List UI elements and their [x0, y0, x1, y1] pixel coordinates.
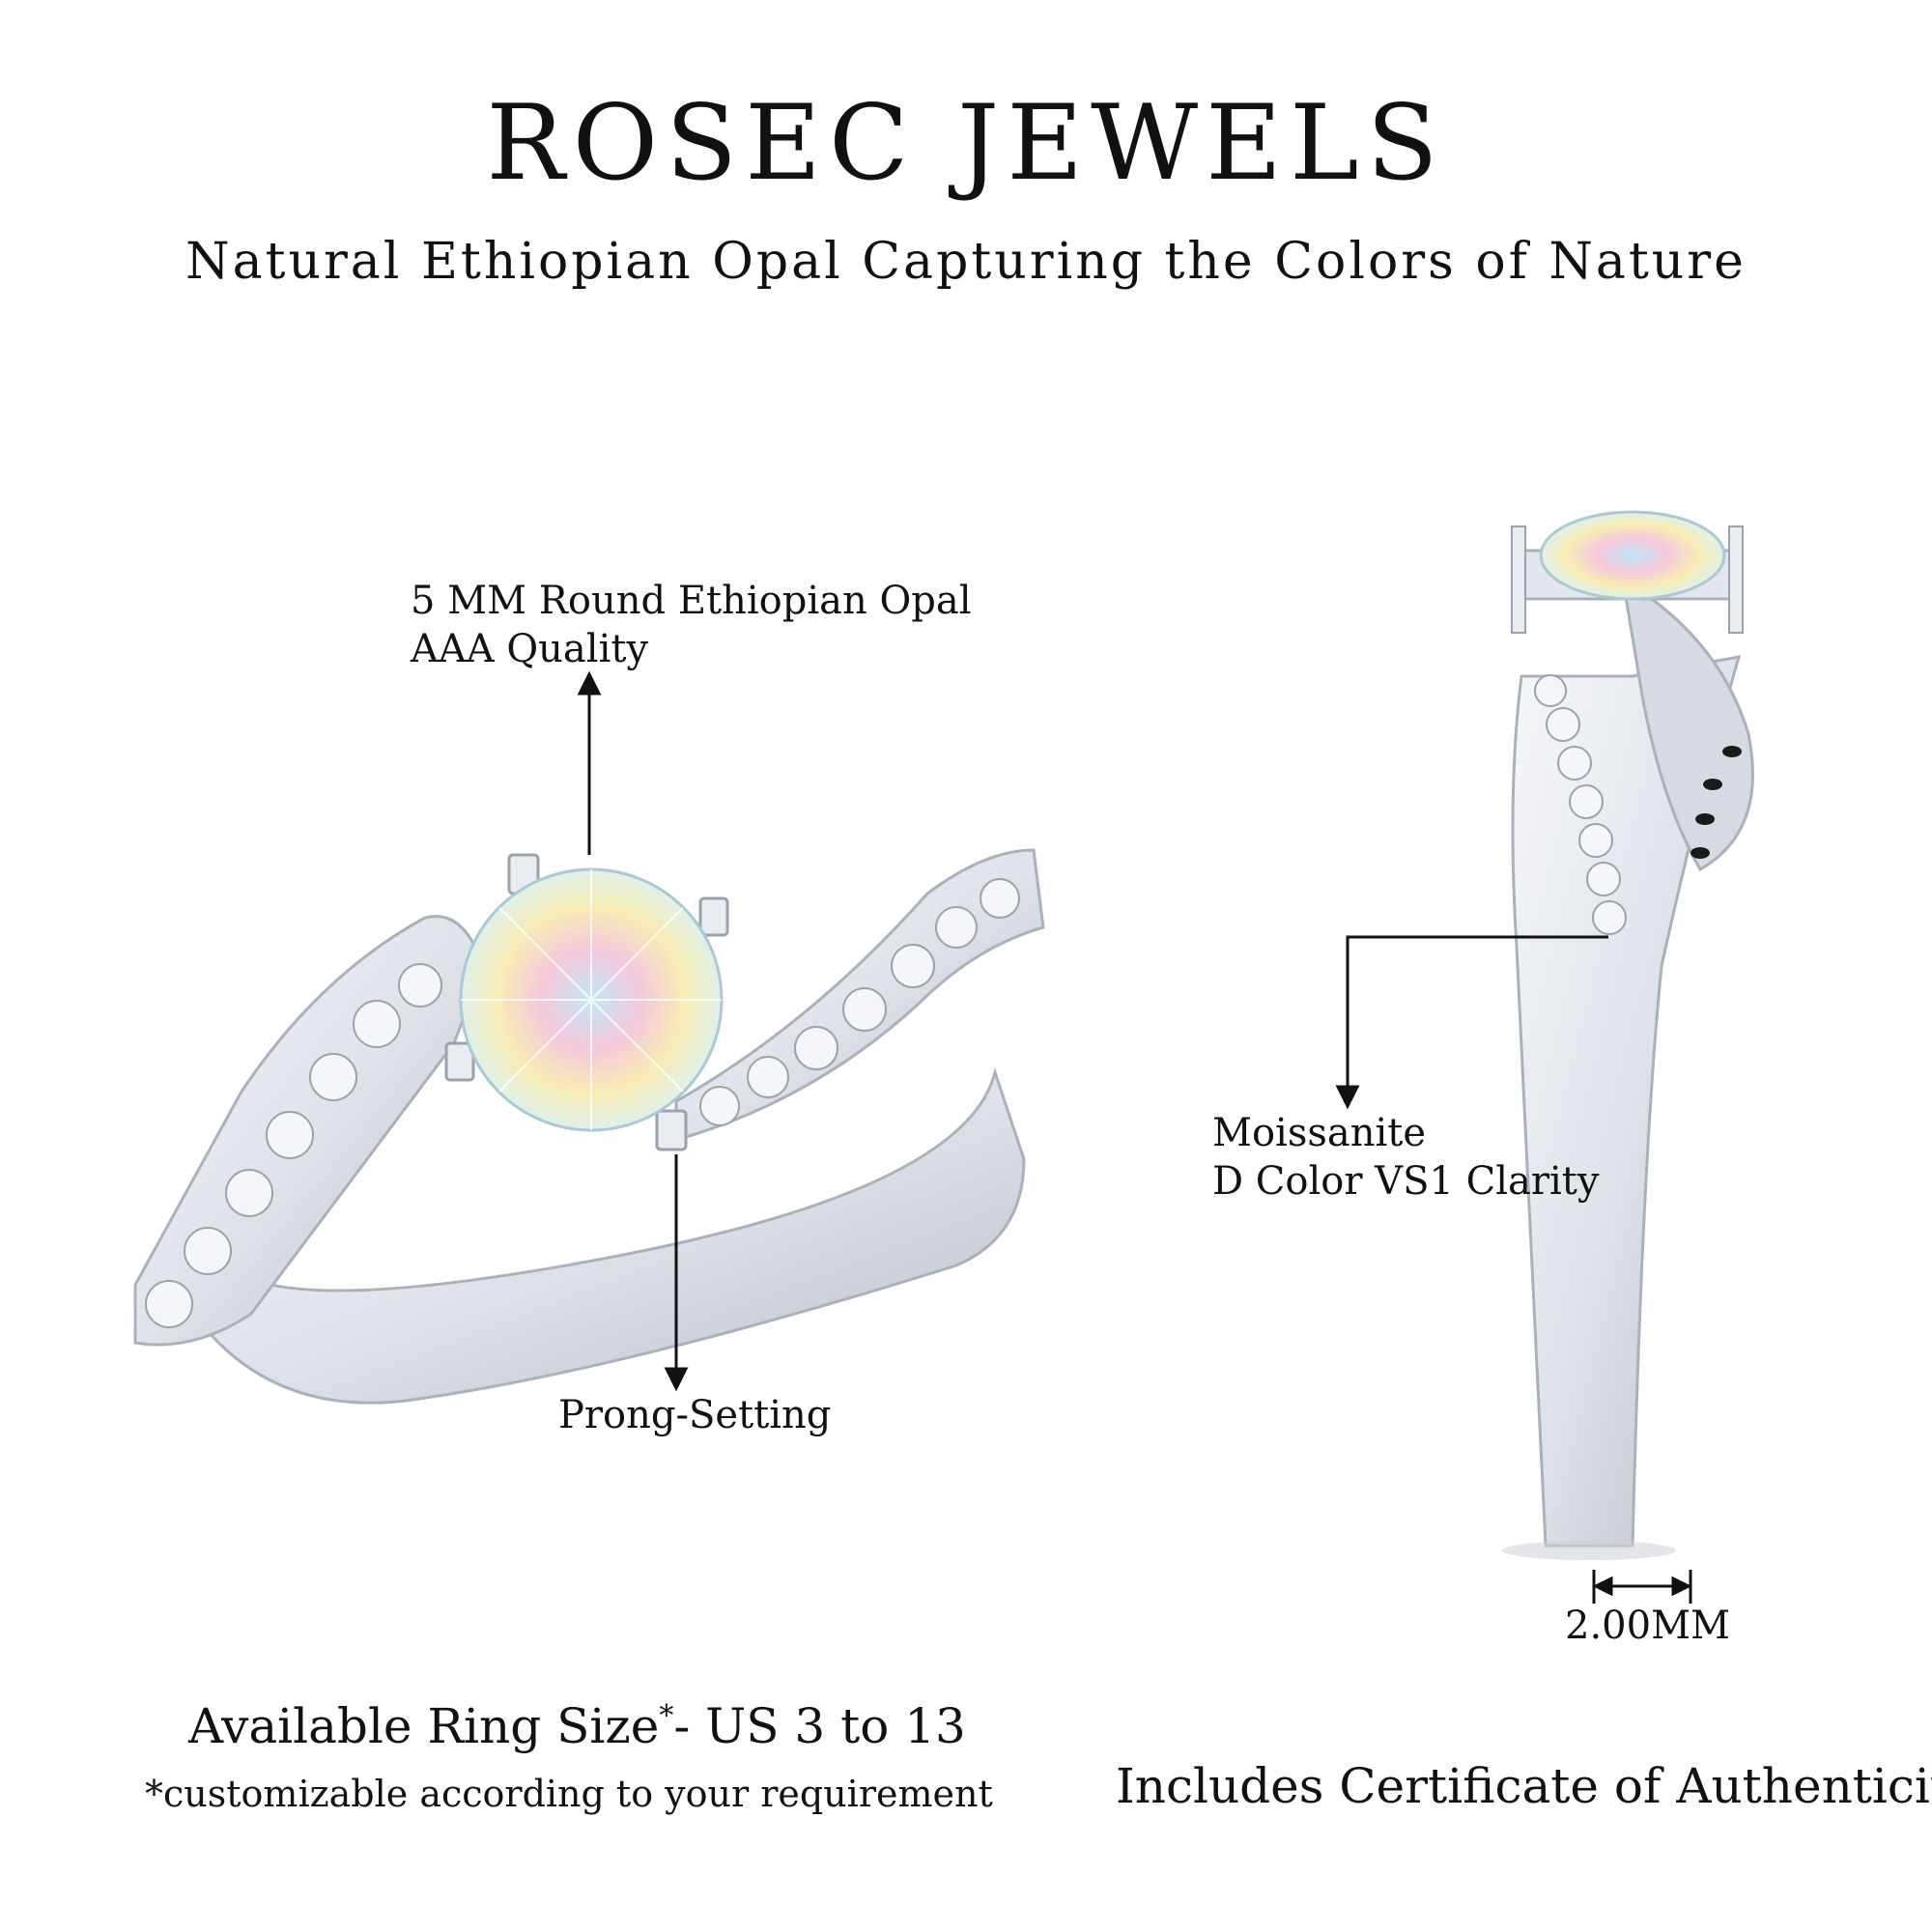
- ring-side-view: [1502, 510, 1754, 1560]
- ring-size-note: *customizable according to your requirem…: [145, 1773, 993, 1815]
- ring-size-asterisk: *: [659, 1699, 674, 1733]
- opal-gemstone-side: [1539, 510, 1726, 601]
- opal-facets: [461, 869, 722, 1130]
- moissanite-callout-line2: D Color VS1 Clarity: [1212, 1159, 1600, 1204]
- ring-size-info: Available Ring Size*- US 3 to 13: [188, 1699, 966, 1751]
- pave-stones-right: [699, 878, 1020, 1126]
- certificate-note: Includes Certificate of Authenticity: [1116, 1758, 1932, 1814]
- ring-size-label: Available Ring Size: [188, 1698, 660, 1754]
- prongs-front: [444, 853, 729, 1151]
- opal-callout: 5 MM Round Ethiopian Opal AAA Quality: [411, 577, 972, 673]
- callout-arrows: [577, 670, 1692, 1604]
- ring-band-lower: [161, 1066, 1026, 1405]
- moissanite-callout-line1: Moissanite: [1212, 1111, 1427, 1155]
- pave-stones-left: [145, 963, 442, 1328]
- side-prong-right: [1728, 526, 1744, 634]
- opal-callout-line2: AAA Quality: [411, 627, 649, 671]
- band-width-label: 2.00MM: [1565, 1604, 1730, 1648]
- opal-callout-line1: 5 MM Round Ethiopian Opal: [411, 579, 972, 623]
- side-prong-left: [1511, 526, 1526, 634]
- ring-shadow: [1502, 1541, 1676, 1560]
- brand-title: ROSEC JEWELS: [486, 83, 1446, 204]
- prong-callout: Prong-Setting: [558, 1393, 832, 1437]
- side-gallery-holes: [1690, 746, 1742, 859]
- ring-front-view: [133, 848, 1045, 1405]
- pave-stones-side: [1534, 674, 1627, 935]
- moissanite-callout: Moissanite D Color VS1 Clarity: [1212, 1109, 1599, 1206]
- ring-side-twist: [1620, 577, 1754, 872]
- tagline: Natural Ethiopian Opal Capturing the Col…: [185, 233, 1747, 291]
- ring-size-range: - US 3 to 13: [673, 1698, 966, 1754]
